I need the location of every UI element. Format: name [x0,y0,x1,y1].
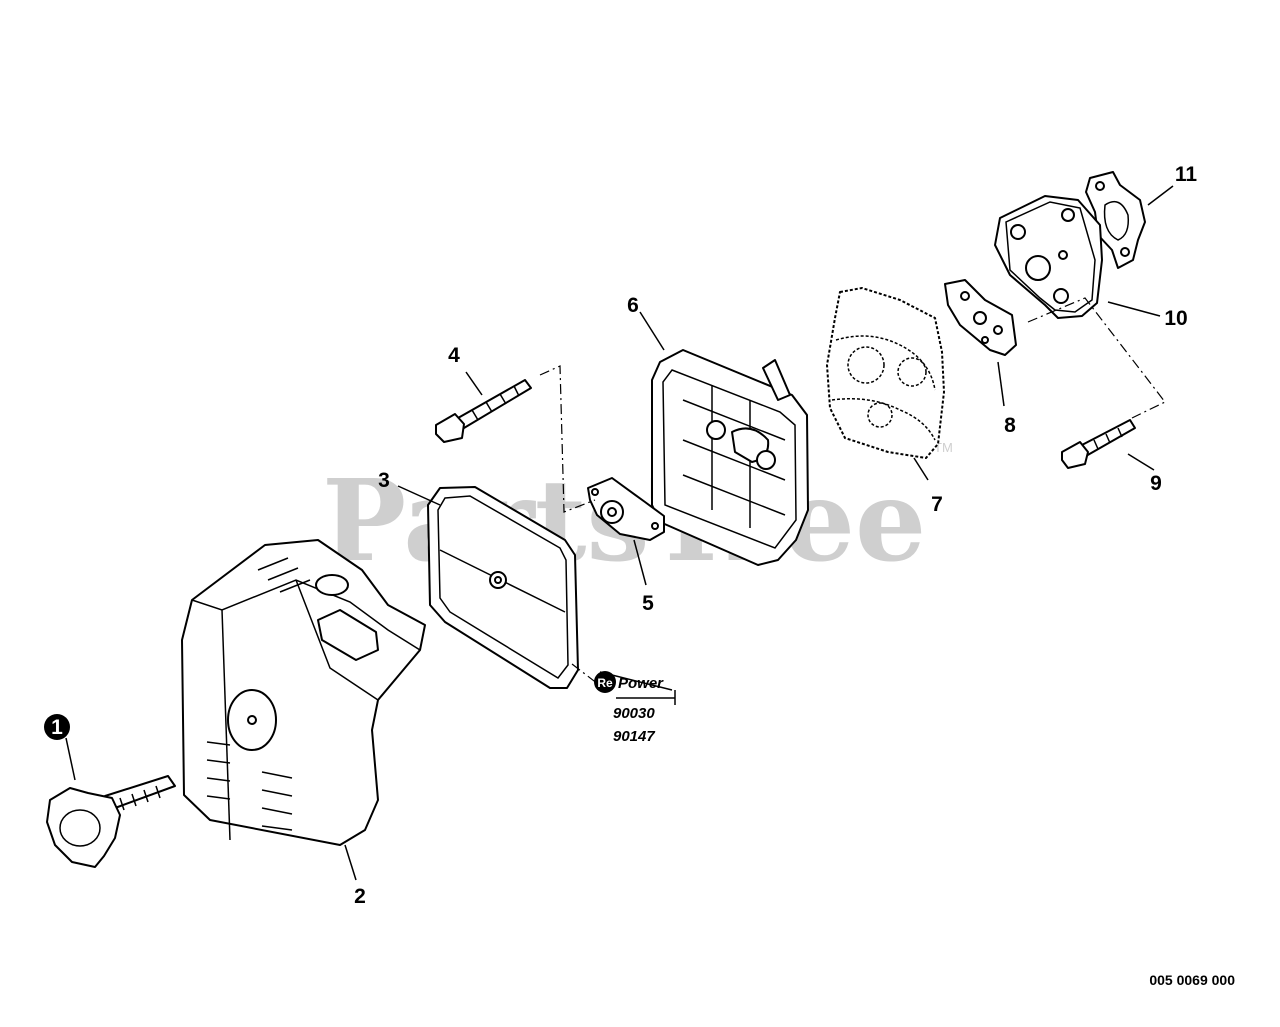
assembly-lines [539,297,1166,685]
carburetor-part-7[interactable] [826,287,945,459]
callout-5[interactable]: 5 [642,592,654,615]
repower-kit[interactable]: Re Power 90030 90147 [594,671,676,745]
leader-lines [65,185,1174,881]
callout-8[interactable]: 8 [1004,414,1016,437]
callout-1[interactable]: 1 [51,716,63,739]
callout-6[interactable]: 6 [627,294,639,317]
repower-part-number-1[interactable]: 90030 [613,705,655,722]
repower-part-number-2[interactable]: 90147 [613,728,655,745]
repower-logo-icon [594,671,616,693]
spacer-part-5[interactable] [587,477,665,541]
bolt-part-9[interactable] [1061,419,1136,469]
callout-10[interactable]: 10 [1164,307,1187,330]
callout-3[interactable]: 3 [378,469,390,492]
callout-9[interactable]: 9 [1150,472,1162,495]
callout-11[interactable]: 11 [1175,163,1198,186]
callout-4[interactable]: 4 [448,344,460,367]
callout-2[interactable]: 2 [354,885,366,908]
filter-cover-part-2[interactable] [181,539,426,846]
air-filter-part-3[interactable] [427,486,579,689]
repower-logo-suffix: Power [618,675,664,692]
filter-housing-part-6[interactable] [651,349,809,566]
gasket-part-8[interactable] [944,279,1017,356]
knob-part-1[interactable] [46,775,176,868]
repower-logo-prefix: Re [597,676,613,690]
callout-7[interactable]: 7 [931,493,943,516]
watermark-trademark: TM [934,440,953,455]
bolt-part-4[interactable] [435,379,532,443]
gasket-part-11[interactable] [1085,171,1146,269]
insulator-part-10[interactable] [994,195,1103,319]
diagram-reference: 005 0069 000 [1149,972,1235,988]
callout-badge-1 [44,714,70,740]
